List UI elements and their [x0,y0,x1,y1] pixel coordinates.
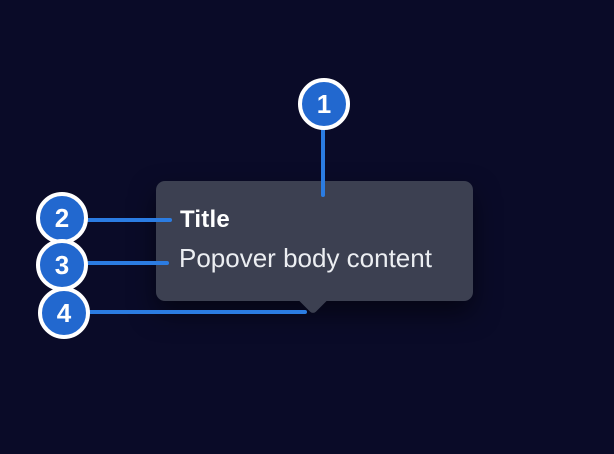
callout-number-2: 2 [54,203,70,233]
callout-badge-3: 3 [36,239,88,291]
popover: Title Popover body content [156,181,473,315]
callout-number-1: 1 [316,89,332,119]
popover-title: Title [180,206,230,233]
callout-badge-1: 1 [298,78,350,130]
callout-number-3: 3 [54,250,70,280]
popover-body-text: Popover body content [179,243,432,273]
callout-badge-4: 4 [38,287,90,339]
callout-line-4 [86,310,307,314]
callout-line-3 [84,261,169,265]
callout-line-1 [321,127,325,197]
callout-badge-2: 2 [36,192,88,244]
callout-line-2 [84,218,172,222]
callout-number-4: 4 [56,298,72,328]
